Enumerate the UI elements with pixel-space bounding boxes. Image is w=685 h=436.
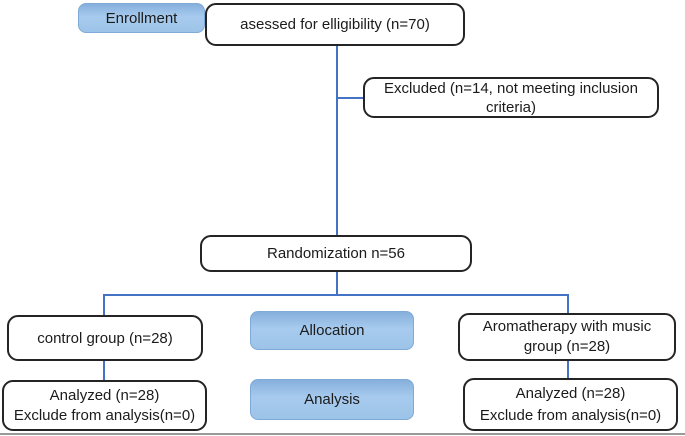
- analysis-stage-label: Analysis: [250, 379, 414, 420]
- control-group-text: control group (n=28): [37, 329, 173, 347]
- figure-bottom-border: [0, 433, 685, 435]
- control-analyzed-line1: Analyzed (n=28): [49, 386, 160, 404]
- assessed-for-eligibility-box: asessed for elligibility (n=70): [205, 3, 465, 46]
- randomization-box: Randomization n=56: [200, 235, 472, 272]
- connector-control-to-analyzed: [103, 361, 105, 381]
- aromatherapy-analyzed-box: Analyzed (n=28) Exclude from analysis(n=…: [463, 378, 678, 431]
- connector-branch-horizontal: [103, 294, 569, 296]
- randomization-text: Randomization n=56: [266, 245, 405, 262]
- allocation-stage-label: Allocation: [250, 311, 414, 350]
- excluded-text: Excluded (n=14, not meeting inclusion cr…: [384, 79, 638, 116]
- connector-randomization-down: [336, 272, 338, 295]
- aromatherapy-analyzed-line2: Exclude from analysis(n=0): [479, 406, 662, 424]
- connector-assessed-to-randomization: [336, 46, 338, 236]
- aromatherapy-group-text: Aromatherapy with music group (n=28): [482, 318, 652, 355]
- excluded-box: Excluded (n=14, not meeting inclusion cr…: [363, 77, 659, 118]
- assessed-for-eligibility-text: asessed for elligibility (n=70): [240, 16, 430, 33]
- connector-aromatherapy-to-analyzed: [567, 361, 569, 379]
- control-group-box: control group (n=28): [7, 315, 203, 361]
- aromatherapy-group-box: Aromatherapy with music group (n=28): [458, 313, 676, 361]
- control-analyzed-box: Analyzed (n=28) Exclude from analysis(n=…: [2, 380, 207, 431]
- allocation-stage-text: Allocation: [299, 322, 365, 339]
- connector-branch-right-down: [567, 295, 569, 314]
- control-analyzed-line2: Exclude from analysis(n=0): [13, 407, 196, 425]
- enrollment-stage-label: Enrollment: [78, 3, 205, 33]
- connector-branch-left-down: [103, 295, 105, 316]
- aromatherapy-analyzed-line1: Analyzed (n=28): [515, 385, 626, 403]
- analysis-stage-text: Analysis: [304, 391, 360, 408]
- connector-to-excluded: [338, 97, 363, 99]
- enrollment-stage-text: Enrollment: [105, 9, 178, 27]
